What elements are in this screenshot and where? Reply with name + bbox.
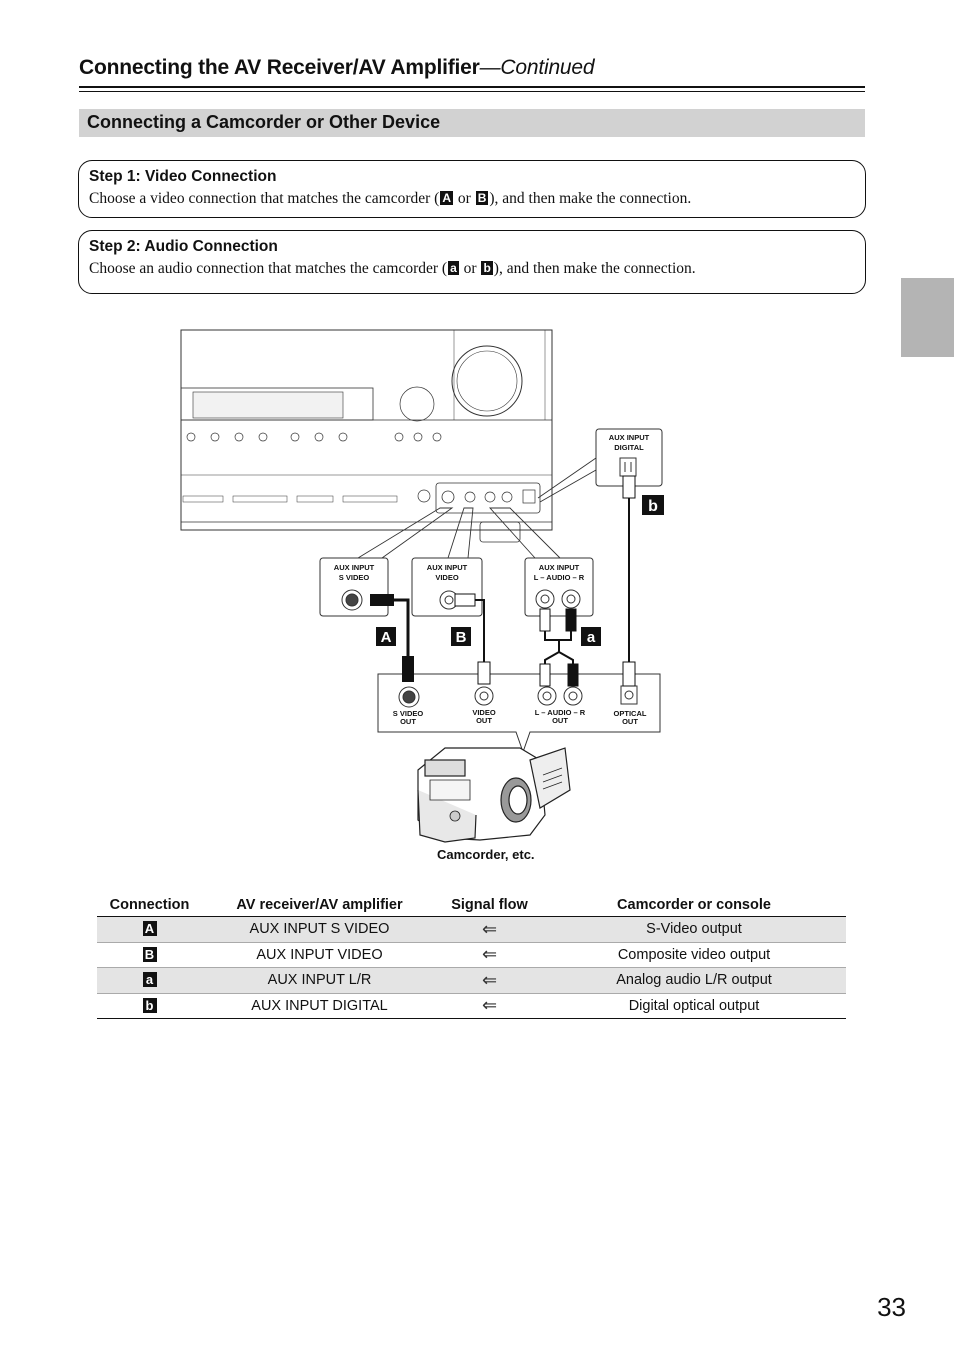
cable-b [622, 475, 636, 687]
row-badge: a [142, 972, 157, 988]
step2-heading: Step 2: Audio Connection [89, 238, 278, 255]
step1-text: Choose a video connection that matches t… [89, 190, 691, 208]
row-flow: ⇐ [437, 916, 542, 943]
row-av: AUX INPUT VIDEO [202, 942, 437, 968]
title-text: Connecting the AV Receiver/AV Amplifier [79, 56, 480, 79]
out-svideo-label-1: S VIDEO [393, 709, 424, 718]
aux-audio-label-1: AUX INPUT [539, 563, 580, 572]
aux-digital-label-2: DIGITAL [614, 443, 644, 452]
title-suffix: —Continued [479, 56, 595, 79]
aux-digital-box [595, 428, 663, 487]
col-signal-flow: Signal flow [437, 893, 542, 917]
connection-diagram: A B a b AUX INPUT S VIDEO AUX INPUT VIDE… [180, 329, 664, 843]
row-av: AUX INPUT S VIDEO [202, 916, 437, 943]
table-row: b AUX INPUT DIGITAL ⇐ Digital optical ou… [97, 993, 846, 1019]
aux-svideo-label-1: AUX INPUT [334, 563, 375, 572]
out-optical-label-1: OPTICAL [614, 709, 647, 718]
col-av-receiver: AV receiver/AV amplifier [202, 893, 437, 917]
aux-digital-label-1: AUX INPUT [609, 433, 650, 442]
aux-video-label-2: VIDEO [435, 573, 459, 582]
aux-audio-box [524, 557, 594, 617]
out-video-label-2: OUT [476, 716, 492, 725]
row-flow: ⇐ [437, 993, 542, 1019]
step2-text-a: Choose an audio connection that matches … [89, 260, 448, 277]
col-camcorder: Camcorder or console [542, 893, 846, 917]
row-cam: Composite video output [542, 942, 846, 968]
step1-text-b: ), and then make the connection. [489, 190, 692, 207]
aux-video-label-1: AUX INPUT [427, 563, 468, 572]
step2-text: Choose an audio connection that matches … [89, 260, 696, 278]
section-bar [79, 109, 865, 137]
row-cam: S-Video output [542, 916, 846, 943]
row-flow: ⇐ [437, 942, 542, 968]
step1-text-a: Choose a video connection that matches t… [89, 190, 440, 207]
out-audio-label-2: OUT [552, 716, 568, 725]
table-row: B AUX INPUT VIDEO ⇐ Composite video outp… [97, 942, 846, 968]
header-rule [79, 86, 865, 88]
out-svideo-label-2: OUT [400, 717, 416, 726]
label-b: b [648, 498, 658, 515]
connection-table: Connection AV receiver/AV amplifier Sign… [97, 893, 846, 1019]
out-video-label-1: VIDEO [472, 708, 496, 717]
callout-lines [357, 457, 597, 559]
cable-a [539, 608, 579, 687]
step1-box [78, 160, 866, 218]
step2-box-b: b [481, 261, 493, 275]
row-cam: Analog audio L/R output [542, 967, 846, 994]
aux-svideo-label-2: S VIDEO [339, 573, 370, 582]
row-av: AUX INPUT L/R [202, 967, 437, 994]
camcorder-caption: Camcorder, etc. [437, 847, 535, 862]
aux-audio-label-2: L – AUDIO – R [534, 573, 585, 582]
row-cam: Digital optical output [542, 993, 846, 1019]
row-flow: ⇐ [437, 967, 542, 994]
row-av: AUX INPUT DIGITAL [202, 993, 437, 1019]
table-row: A AUX INPUT S VIDEO ⇐ S-Video output [97, 916, 846, 943]
step1-or: or [454, 190, 475, 207]
cable-B [454, 593, 491, 685]
step2-or: or [459, 260, 481, 277]
section-title: Connecting a Camcorder or Other Device [87, 112, 441, 132]
table-header-row: Connection AV receiver/AV amplifier Sign… [97, 893, 846, 917]
label-a: a [587, 629, 596, 646]
label-A-badge: A [376, 627, 396, 646]
step1-box-B: B [475, 191, 489, 205]
label-A: A [381, 629, 392, 646]
page-number: 33 [877, 1292, 906, 1322]
step2-box [78, 230, 866, 294]
label-B: B [456, 629, 467, 646]
out-optical-label-2: OUT [622, 717, 638, 726]
camcorder-jack-panel [377, 673, 661, 754]
header-rule-thin [79, 91, 865, 92]
step2-text-b: ), and then make the connection. [493, 260, 696, 277]
step2-box-a: a [448, 261, 459, 275]
row-badge: b [142, 997, 157, 1013]
step1-box-A: A [440, 191, 454, 205]
side-tab [901, 278, 954, 357]
step1-heading: Step 1: Video Connection [89, 168, 277, 185]
col-connection: Connection [97, 893, 202, 917]
label-a-badge: a [581, 627, 601, 646]
label-B-badge: B [451, 627, 471, 646]
table-row: a AUX INPUT L/R ⇐ Analog audio L/R outpu… [97, 967, 846, 994]
page-title: Connecting the AV Receiver/AV Amplifier—… [79, 56, 595, 80]
camcorder-illustration [417, 747, 571, 843]
row-badge: A [142, 921, 157, 937]
row-badge: B [142, 946, 157, 962]
out-audio-label-1: L – AUDIO – R [535, 708, 586, 717]
cable-A [370, 594, 414, 682]
label-b-badge: b [642, 495, 664, 515]
receiver-front-panel [180, 329, 553, 543]
